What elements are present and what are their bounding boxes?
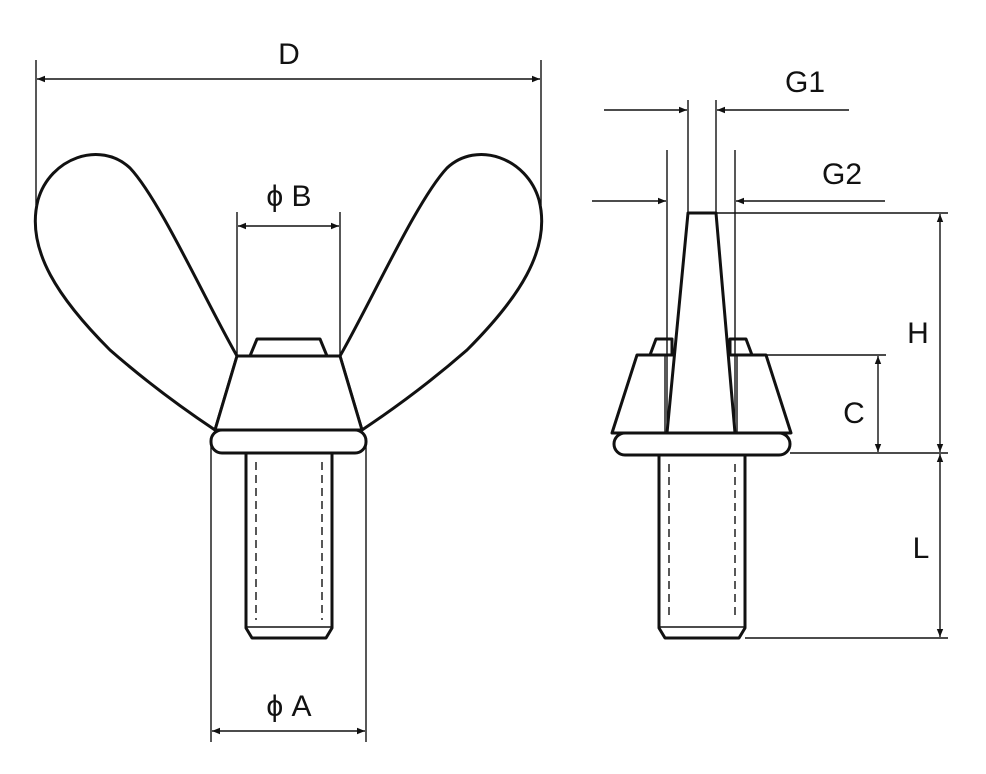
dimension-g1: G1 bbox=[604, 66, 849, 213]
label-b: ϕ B bbox=[266, 180, 311, 213]
dimension-d: D bbox=[35, 38, 542, 205]
left-wing bbox=[33, 153, 239, 432]
side-cap-right bbox=[728, 337, 754, 357]
vertical-extension-lines bbox=[716, 212, 948, 639]
dimension-l: L bbox=[913, 454, 944, 637]
side-wing bbox=[665, 211, 737, 435]
right-wing bbox=[338, 153, 544, 432]
label-g2: G2 bbox=[822, 158, 862, 191]
side-flange bbox=[612, 431, 792, 457]
shank bbox=[244, 451, 334, 640]
label-c: C bbox=[843, 397, 865, 430]
label-a: ϕ A bbox=[266, 690, 311, 723]
label-d: D bbox=[278, 38, 300, 71]
front-view bbox=[33, 153, 544, 640]
side-view bbox=[610, 211, 793, 640]
dimension-b: ϕ B bbox=[236, 180, 341, 356]
side-cap-left bbox=[648, 337, 674, 357]
dimension-h: H bbox=[907, 214, 944, 452]
label-h: H bbox=[907, 317, 929, 350]
dimension-g2: G2 bbox=[592, 150, 885, 433]
top-cap bbox=[248, 337, 329, 358]
hub bbox=[213, 354, 364, 432]
dimension-c: C bbox=[843, 356, 882, 452]
label-g1: G1 bbox=[785, 66, 825, 99]
dimension-a: ϕ A bbox=[210, 442, 367, 742]
label-l: L bbox=[913, 532, 930, 565]
side-shank bbox=[657, 453, 747, 640]
flange bbox=[209, 428, 368, 455]
